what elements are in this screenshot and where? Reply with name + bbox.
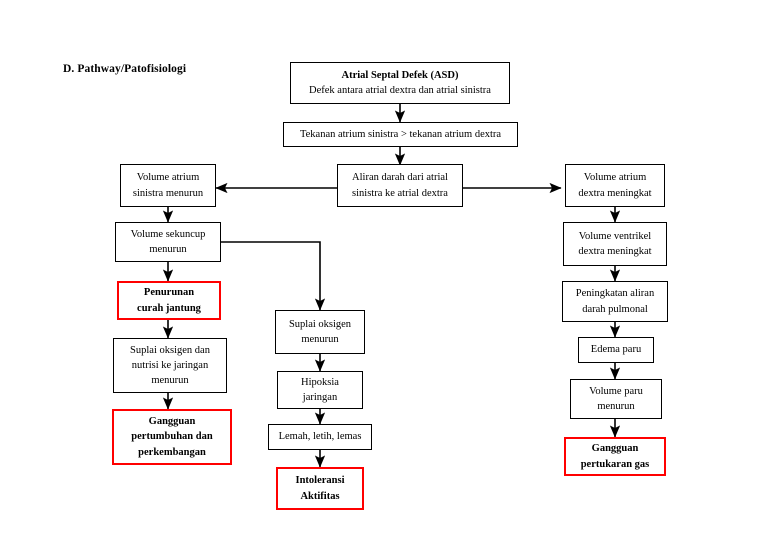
node-hipoksia-line2: jaringan xyxy=(302,392,338,403)
node-vol-ventrikel-line2: dextra meningkat xyxy=(578,246,652,257)
node-edema-line1: Edema paru xyxy=(590,344,642,356)
node-lemah-line1: Lemah, letih, lemas xyxy=(278,431,362,443)
node-volume-ventrikel-dextra[interactable]: Volume ventrikel dextra meningkat xyxy=(563,222,667,266)
node-gangguan-gas-line2: pertukaran gas xyxy=(580,458,650,470)
node-peningkatan-aliran-pulmonal[interactable]: Peningkatan aliran darah pulmonal xyxy=(562,281,668,322)
node-edema-paru[interactable]: Edema paru xyxy=(578,337,654,363)
node-vol-atrium-dextra-line1: Volume atrium xyxy=(583,172,647,184)
node-atrial-septal-defek[interactable]: Atrial Septal Defek (ASD) Defek antara a… xyxy=(290,62,510,104)
node-intoleransi-line1: Intoleransi xyxy=(295,475,345,487)
node-tekanan-line1: Tekanan atrium sinistra > tekanan atrium… xyxy=(299,128,502,140)
node-volume-paru-menurun[interactable]: Volume paru menurun xyxy=(570,379,662,419)
node-vol-sekuncup-line1: Volume sekuncup xyxy=(130,228,206,240)
node-gangguan-gas-line1: Gangguan xyxy=(591,443,639,455)
node-suplai-oksigen-nutrisi[interactable]: Suplai oksigen dan nutrisi ke jaringan m… xyxy=(113,338,227,393)
node-hipoksia-jaringan[interactable]: Hipoksia jaringan xyxy=(277,371,363,409)
node-intoleransi-line2: Aktifitas xyxy=(300,490,340,502)
node-suplai-oksigen-line2: menurun xyxy=(301,334,339,345)
node-aliran-darah[interactable]: Aliran darah dari atrial sinistra ke atr… xyxy=(337,164,463,207)
node-vol-atrium-dextra-line2: dextra meningkat xyxy=(578,187,652,199)
node-gangguan-tumbuh-line2: pertumbuhan dan xyxy=(131,431,213,443)
node-lemah-letih-lemas[interactable]: Lemah, letih, lemas xyxy=(268,424,372,450)
node-intoleransi-aktifitas[interactable]: Intoleransi Aktifitas xyxy=(276,467,364,510)
node-vol-atrium-sinistra-line2: sinistra menurun xyxy=(132,187,204,199)
node-aliran-darah-line1: Aliran darah dari atrial xyxy=(352,172,448,184)
node-vol-atrium-sinistra-line1: Volume atrium xyxy=(136,172,200,184)
node-penurunan-curah-line2: curah jantung xyxy=(137,302,201,314)
node-vol-sekuncup-line2: menurun xyxy=(149,244,187,255)
node-hipoksia-line1: Hipoksia xyxy=(301,376,339,388)
node-suplai-oksigen-line1: Suplai oksigen xyxy=(288,318,352,330)
node-suplai-nutrisi-line1: Suplai oksigen dan xyxy=(130,344,210,356)
node-volume-sekuncup[interactable]: Volume sekuncup menurun xyxy=(115,222,221,262)
node-suplai-oksigen-menurun[interactable]: Suplai oksigen menurun xyxy=(275,310,365,354)
node-gangguan-tumbuh-line3: perkembangan xyxy=(138,446,206,458)
node-gangguan-tumbuh-line1: Gangguan xyxy=(148,416,196,428)
node-volume-atrium-sinistra[interactable]: Volume atrium sinistra menurun xyxy=(120,164,216,207)
node-vol-paru-line2: menurun xyxy=(597,401,635,412)
edge-sekuncup-to-suplai-oksigen xyxy=(221,241,326,311)
node-gangguan-pertukaran-gas[interactable]: Gangguan pertukaran gas xyxy=(564,437,666,476)
node-vol-paru-line1: Volume paru xyxy=(589,385,643,397)
node-volume-atrium-dextra[interactable]: Volume atrium dextra meningkat xyxy=(565,164,665,207)
node-gangguan-pertumbuhan[interactable]: Gangguan pertumbuhan dan perkembangan xyxy=(112,409,232,465)
node-asd-subtitle: Defek antara atrial dextra dan atrial si… xyxy=(309,85,491,96)
node-penurunan-curah-jantung[interactable]: Penurunan curah jantung xyxy=(117,281,221,320)
node-pulmonal-line2: darah pulmonal xyxy=(582,303,648,315)
node-penurunan-curah-line1: Penurunan xyxy=(143,287,195,299)
node-suplai-nutrisi-line3: menurun xyxy=(151,375,189,387)
page-title: D. Pathway/Patofisiologi xyxy=(63,63,187,75)
node-tekanan-atrium[interactable]: Tekanan atrium sinistra > tekanan atrium… xyxy=(283,122,518,147)
node-vol-ventrikel-line1: Volume ventrikel xyxy=(578,230,652,242)
node-pulmonal-line1: Peningkatan aliran xyxy=(575,288,655,300)
node-asd-title: Atrial Septal Defek (ASD) xyxy=(341,69,459,81)
node-aliran-darah-line2: sinistra ke atrial dextra xyxy=(352,187,448,199)
node-suplai-nutrisi-line2: nutrisi ke jaringan xyxy=(131,359,209,371)
